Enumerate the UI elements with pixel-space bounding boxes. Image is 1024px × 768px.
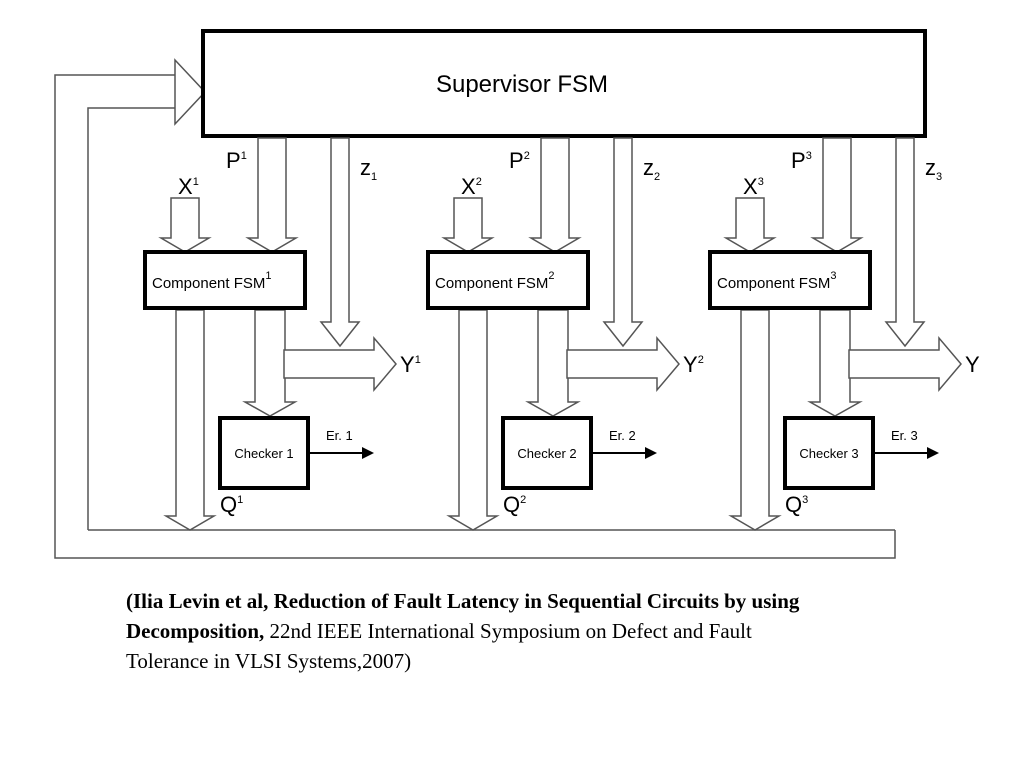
y-label: Y2 [683, 352, 704, 377]
y-output-arrow [566, 335, 680, 393]
p-label-index: 2 [524, 150, 530, 162]
component-fsm-box [708, 250, 872, 310]
checker-label: Checker 1 [234, 446, 293, 461]
p-label-text: P [226, 148, 241, 173]
z-label-index: 1 [371, 171, 377, 183]
z-label-text: z [925, 155, 936, 180]
error-label: Er. 2 [609, 428, 636, 443]
y-label: Y [965, 352, 980, 377]
x-label-text: X [178, 174, 193, 199]
checker-label: Checker 3 [799, 446, 858, 461]
component-fsm-label-text: Component FSM [717, 275, 830, 292]
p-input-arrow [245, 137, 299, 253]
supervisor-input-arrow [174, 58, 207, 126]
q-label-text: Q [785, 492, 802, 517]
inner-feedback-line [87, 107, 175, 530]
component-fsm-box [426, 250, 590, 310]
y-label-index: 1 [415, 354, 421, 366]
component-fsm-box [143, 250, 307, 310]
q-label-index: 3 [802, 494, 808, 506]
z-label-text: z [360, 155, 371, 180]
error-arrowhead [645, 447, 657, 459]
z-output-arrow [884, 137, 926, 348]
p-label-text: P [791, 148, 806, 173]
y-output-arrow [848, 335, 962, 393]
checker-input-arrow [525, 309, 581, 417]
error-label: Er. 1 [326, 428, 353, 443]
p-label-index: 1 [241, 150, 247, 162]
z-label: z3 [925, 155, 942, 183]
x-label: X3 [743, 174, 764, 199]
outer-feedback-line [54, 74, 896, 559]
z-label-index: 2 [654, 171, 660, 183]
p-label-text: P [509, 148, 524, 173]
p-label: P3 [791, 148, 812, 173]
x-label: X2 [461, 174, 482, 199]
checker-input-arrow [807, 309, 863, 417]
p-input-arrow [810, 137, 864, 253]
x-label-index: 1 [193, 176, 199, 188]
supervisor-fsm-label: Supervisor FSM [436, 71, 608, 98]
x-input-arrow [723, 197, 777, 253]
component-fsm-label-index: 3 [830, 270, 836, 282]
q-output-arrow [728, 309, 782, 531]
q-label-index: 1 [237, 494, 243, 506]
y-label-text: Y [400, 352, 415, 377]
component-fsm-label-index: 2 [548, 270, 554, 282]
z-label-text: z [643, 155, 654, 180]
z-label-index: 3 [936, 171, 942, 183]
citation-normal-text: 22nd IEEE International Symposium on Def… [126, 619, 752, 673]
checker-box [501, 416, 593, 490]
x-label-index: 2 [476, 176, 482, 188]
p-label: P2 [509, 148, 530, 173]
citation-caption: (Ilia Levin et al, Reduction of Fault La… [126, 586, 826, 676]
y-output-arrow [283, 335, 397, 393]
z-label: z2 [643, 155, 660, 183]
supervisor-fsm-box [201, 29, 927, 138]
q-output-arrow [446, 309, 500, 531]
z-label: z1 [360, 155, 377, 183]
x-input-arrow [441, 197, 495, 253]
q-output-arrow [163, 309, 217, 531]
q-label-text: Q [503, 492, 520, 517]
q-label: Q2 [503, 492, 526, 517]
z-output-arrow [319, 137, 361, 348]
component-fsm-label: Component FSM3 [717, 270, 837, 292]
y-label-text: Y [965, 352, 980, 377]
z-output-arrow [602, 137, 644, 348]
error-arrowhead [362, 447, 374, 459]
p-input-arrow [528, 137, 582, 253]
x-label-text: X [461, 174, 476, 199]
error-label: Er. 3 [891, 428, 918, 443]
x-label-text: X [743, 174, 758, 199]
q-label-text: Q [220, 492, 237, 517]
error-arrowhead [927, 447, 939, 459]
component-fsm-label: Component FSM1 [152, 270, 272, 292]
component-fsm-label-text: Component FSM [152, 275, 265, 292]
y-label: Y1 [400, 352, 421, 377]
x-label-index: 3 [758, 176, 764, 188]
checker-box [783, 416, 875, 490]
checker-input-arrow [242, 309, 298, 417]
component-fsm-label-text: Component FSM [435, 275, 548, 292]
p-label-index: 3 [806, 150, 812, 162]
citation-bold-text: (Ilia Levin et al, Reduction of Fault La… [126, 589, 800, 643]
x-input-arrow [158, 197, 212, 253]
q-label: Q3 [785, 492, 808, 517]
checker-label: Checker 2 [517, 446, 576, 461]
component-fsm-label: Component FSM2 [435, 270, 555, 292]
component-fsm-label-index: 1 [265, 270, 271, 282]
y-label-index: 2 [698, 354, 704, 366]
x-label: X1 [178, 174, 199, 199]
q-label: Q1 [220, 492, 243, 517]
y-label-text: Y [683, 352, 698, 377]
q-label-index: 2 [520, 494, 526, 506]
p-label: P1 [226, 148, 247, 173]
